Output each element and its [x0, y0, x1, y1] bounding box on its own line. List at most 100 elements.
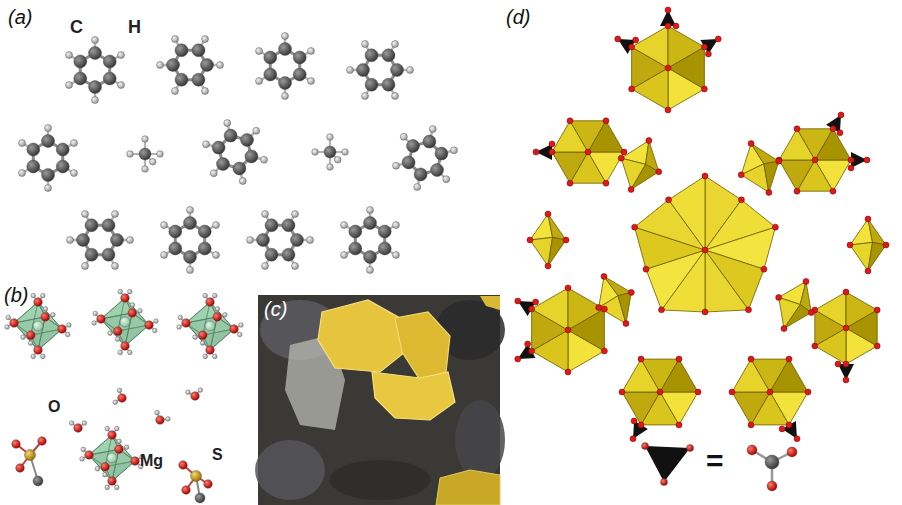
carbon-atom [241, 133, 254, 146]
oxygen-vertex [527, 237, 533, 243]
hydrogen-atom [130, 303, 135, 308]
oxygen-vertex [603, 180, 609, 186]
hydrogen-atom [215, 307, 220, 312]
carbon-atom [169, 225, 182, 238]
carbon-atom [184, 217, 197, 230]
yellow-crystal [480, 296, 500, 310]
oxygen-vertex [786, 356, 792, 362]
hydrogen-atom [172, 87, 179, 94]
carbon-atom [364, 217, 377, 230]
oxygen-vertex [529, 348, 535, 354]
hydrogen-atom [193, 335, 198, 340]
octahedron-face [14, 317, 45, 350]
carbon-atom [423, 135, 436, 148]
hydrogen-atom [262, 211, 269, 218]
oxygen-vertex [619, 389, 625, 395]
oxygen-vertex [629, 86, 635, 92]
mg-octahedron [80, 426, 145, 489]
panel-a-molecules [19, 33, 458, 274]
oxygen-vertex [874, 343, 880, 349]
atom-label: C [70, 18, 83, 38]
magnesium-atom [33, 321, 43, 331]
hydrogen-atom [260, 156, 267, 163]
carbon-atom [406, 139, 419, 152]
hydrogen-atom [334, 156, 341, 163]
polyhedron-face [632, 26, 668, 68]
hydrogen-atom [45, 125, 52, 132]
water-molecule [113, 388, 126, 404]
atom-label: H [128, 18, 141, 38]
water-molecule [69, 421, 86, 433]
oxygen-vertex [781, 326, 787, 332]
rock-patch [330, 460, 430, 500]
hydrogen-atom [407, 67, 414, 74]
oxygen-vertex [565, 369, 571, 375]
oxygen-vertex [748, 141, 754, 147]
hydrogen-atom [177, 325, 182, 330]
octahedron-face [186, 317, 217, 350]
hydrogen-atom [212, 222, 219, 229]
octahedron-shape [850, 219, 886, 271]
oxygen-atom [115, 445, 124, 454]
oxygen-atom [41, 313, 50, 322]
oxygen-atom [687, 445, 694, 452]
oxygen-vertex [549, 141, 555, 147]
carbon-atom [364, 251, 377, 264]
hydrogen-atom [113, 400, 118, 405]
carbon-atom [279, 43, 292, 56]
yellow-crystal [395, 312, 450, 380]
hydrogen-atom [31, 293, 36, 298]
polyhedral-cluster [779, 129, 851, 191]
hydrogen-atom [256, 48, 263, 55]
hydrogen-atom [200, 341, 205, 346]
oxygen-atom [747, 445, 757, 455]
oxygen-vertex [705, 51, 711, 57]
hydrogen-atom [187, 207, 194, 214]
hydrogen-atom [112, 262, 119, 269]
hydrogen-atom [154, 319, 159, 324]
oxygen-atom [108, 477, 117, 486]
hydrogen-atom [282, 33, 289, 40]
carbon-atom [233, 162, 246, 175]
hydrogen-atom [237, 332, 242, 337]
oxygen-vertex [630, 436, 636, 442]
hydrogen-atom [31, 354, 36, 359]
carbon-atom [265, 219, 278, 232]
oxygen-vertex [673, 23, 679, 29]
hydrogen-atom [186, 390, 191, 395]
oxygen-vertex [676, 422, 682, 428]
carbon-atom [198, 225, 211, 238]
oxygen-vertex [515, 356, 521, 362]
polyhedron-face [764, 161, 779, 192]
hydrogen-atom [67, 237, 74, 244]
octahedron-face [89, 449, 119, 481]
carbon-atom [74, 55, 87, 68]
polyhedron-face [631, 164, 659, 189]
oxygen-atom [206, 298, 215, 307]
hydrogen-atom [341, 252, 348, 259]
oxygen-atom [661, 479, 668, 486]
benzene-molecule [393, 126, 458, 191]
hydrogen-atom [172, 36, 179, 43]
benzene-molecule [19, 125, 78, 192]
carbon-atom [378, 225, 391, 238]
oxygen-vertex [843, 325, 849, 331]
hydrogen-atom [307, 237, 314, 244]
carbon-atom [293, 51, 306, 64]
hydrogen-atom [393, 162, 400, 169]
oxygen-vertex [563, 237, 569, 243]
carbon-atom [175, 73, 188, 86]
oxygen-vertex [565, 327, 571, 333]
hydrogen-atom [149, 158, 156, 165]
carbon-atom [282, 219, 295, 232]
carbon-atom [349, 225, 362, 238]
hydrogen-atom [282, 93, 289, 100]
carbon-atom [27, 160, 40, 173]
oxygen-vertex [545, 211, 551, 217]
hydrogen-atom [19, 140, 26, 147]
hydrogen-atom [115, 337, 120, 342]
oxygen-atom [787, 447, 797, 457]
carbon-atom [357, 64, 370, 77]
magnesium-atom [205, 321, 215, 331]
oxygen-vertex [615, 36, 621, 42]
